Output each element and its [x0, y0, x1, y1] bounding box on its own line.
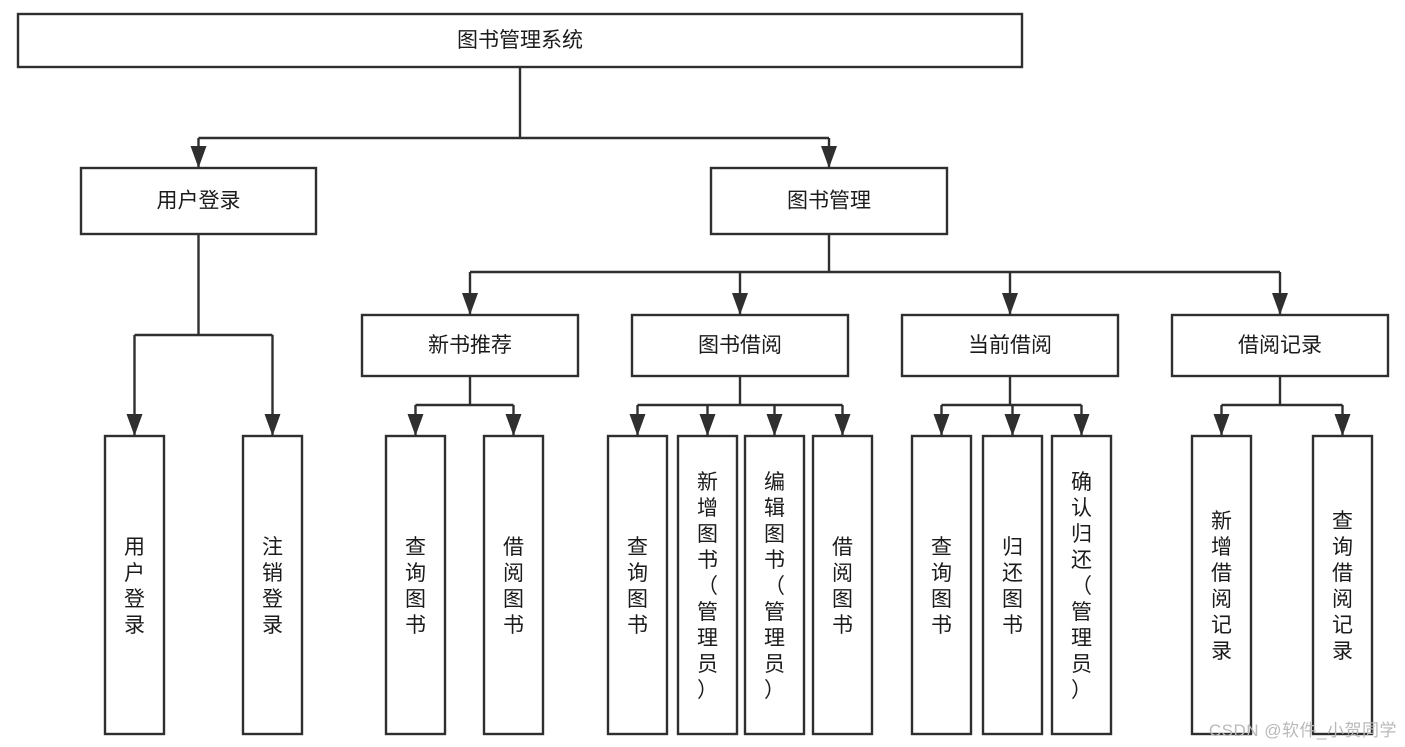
node-label: 确认归还（管理员）: [1071, 471, 1092, 702]
node-book-borrow[interactable]: 图书借阅: [630, 313, 850, 378]
node-leaf-borrow-book[interactable]: 借阅图书: [811, 434, 874, 736]
node-label: 用户登录: [124, 536, 145, 637]
node-label: 借阅图书: [832, 536, 853, 637]
node-leaf-edit-book-admin[interactable]: 编辑图书（管理员）: [743, 434, 806, 736]
node-box: [1050, 434, 1113, 736]
node-label: 借阅记录: [1238, 334, 1322, 357]
node-label: 新书推荐: [428, 334, 512, 357]
arrow-head-icon: [126, 414, 143, 436]
arrow-head-icon: [1002, 293, 1018, 315]
arrow-head-icon: [1004, 414, 1021, 436]
arrow-head-icon: [1272, 293, 1288, 315]
node-label: 新增借阅记录: [1211, 510, 1232, 663]
node-label: 新增图书（管理员）: [697, 471, 718, 702]
node-box: [900, 313, 1120, 378]
arrow-head-icon: [629, 414, 646, 436]
node-label: 查询图书: [627, 536, 648, 637]
connector-edges: [126, 67, 1351, 436]
node-leaf-add-book-admin[interactable]: 新增图书（管理员）: [676, 434, 739, 736]
node-box: [981, 434, 1044, 736]
node-leaf-add-borrow-record[interactable]: 新增借阅记录: [1190, 434, 1253, 736]
node-current-borrow[interactable]: 当前借阅: [900, 313, 1120, 378]
node-leaf-user-login[interactable]: 用户登录: [103, 434, 166, 736]
node-leaf-query-borrow-record[interactable]: 查询借阅记录: [1311, 434, 1374, 736]
node-box: [16, 12, 1024, 69]
node-new-book-recommend[interactable]: 新书推荐: [360, 313, 580, 378]
node-box: [79, 166, 318, 236]
node-box: [811, 434, 874, 736]
node-box: [743, 434, 806, 736]
arrow-head-icon: [766, 414, 783, 436]
node-box: [1311, 434, 1374, 736]
node-box: [384, 434, 447, 736]
node-label: 图书管理: [787, 190, 871, 213]
node-box: [241, 434, 304, 736]
arrow-head-icon: [732, 293, 748, 315]
node-label: 归还图书: [1002, 536, 1023, 637]
arrow-head-icon: [933, 414, 950, 436]
node-box: [103, 434, 166, 736]
arrow-head-icon: [821, 146, 837, 168]
arrow-head-icon: [462, 293, 478, 315]
node-root[interactable]: 图书管理系统: [16, 12, 1024, 69]
node-label: 图书管理系统: [457, 29, 583, 52]
node-label: 图书借阅: [698, 334, 782, 357]
node-box: [360, 313, 580, 378]
node-book-management[interactable]: 图书管理: [709, 166, 949, 236]
node-leaf-query-book-recommend[interactable]: 查询图书: [384, 434, 447, 736]
arrow-head-icon: [264, 414, 281, 436]
node-label: 查询图书: [405, 536, 426, 637]
csdn-watermark: CSDN @软件_小贺同学: [1208, 721, 1397, 740]
arrow-head-icon: [1073, 414, 1090, 436]
node-box: [630, 313, 850, 378]
node-box: [1190, 434, 1253, 736]
node-box: [676, 434, 739, 736]
node-label: 查询借阅记录: [1332, 510, 1353, 663]
node-leaf-borrow-book-recommend[interactable]: 借阅图书: [482, 434, 545, 736]
diagram-nodes: 图书管理系统用户登录图书管理新书推荐图书借阅当前借阅借阅记录用户登录注销登录查询…: [16, 12, 1390, 736]
node-label: 注销登录: [262, 536, 283, 637]
node-label: 编辑图书（管理员）: [764, 471, 785, 702]
node-label: 当前借阅: [968, 334, 1052, 357]
node-leaf-return-book[interactable]: 归还图书: [981, 434, 1044, 736]
node-user-login[interactable]: 用户登录: [79, 166, 318, 236]
node-leaf-logout-login[interactable]: 注销登录: [241, 434, 304, 736]
node-box: [1170, 313, 1390, 378]
arrow-head-icon: [699, 414, 716, 436]
node-leaf-confirm-return-admin[interactable]: 确认归还（管理员）: [1050, 434, 1113, 736]
node-box: [606, 434, 669, 736]
arrow-head-icon: [407, 414, 424, 436]
arrow-head-icon: [190, 146, 207, 168]
node-leaf-query-book-borrow[interactable]: 查询图书: [606, 434, 669, 736]
node-borrow-record[interactable]: 借阅记录: [1170, 313, 1390, 378]
node-box: [709, 166, 949, 236]
node-label: 查询图书: [931, 536, 952, 637]
arrow-head-icon: [505, 414, 522, 436]
arrow-head-icon: [834, 414, 851, 436]
node-leaf-query-book-current[interactable]: 查询图书: [910, 434, 973, 736]
arrow-head-icon: [1334, 414, 1351, 436]
node-box: [482, 434, 545, 736]
node-label: 用户登录: [157, 190, 241, 213]
node-box: [910, 434, 973, 736]
arrow-head-icon: [1213, 414, 1230, 436]
node-label: 借阅图书: [503, 536, 524, 637]
